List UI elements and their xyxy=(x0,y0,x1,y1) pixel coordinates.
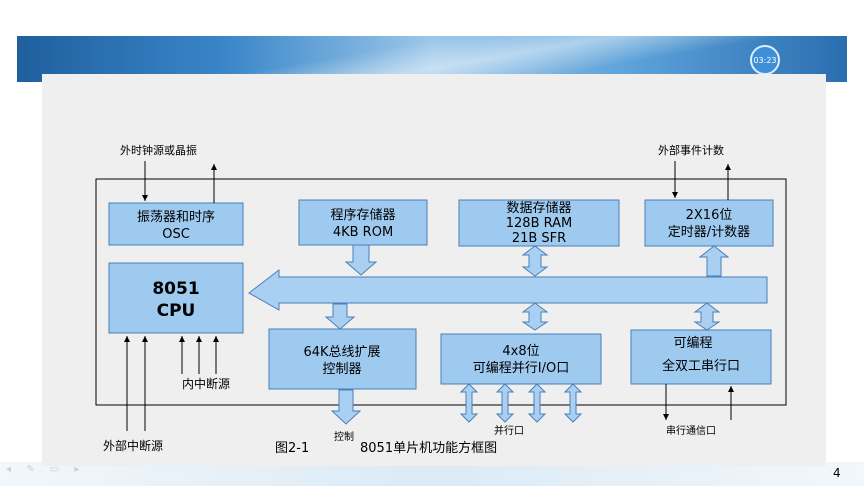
signal-lines xyxy=(124,161,734,431)
timer-bus-arrow xyxy=(698,245,730,277)
bus-controller-label-line1: 64K总线扩展 xyxy=(303,345,380,360)
timer-label-line1: 2X16位 xyxy=(686,208,733,223)
ram-bus-arrow xyxy=(521,245,549,277)
external-interrupt-label: 外部中断源 xyxy=(103,438,163,453)
rom-label-line1: 程序存储器 xyxy=(330,208,395,223)
internal-bus xyxy=(248,268,768,311)
serial-bus-arrow xyxy=(693,302,721,331)
program-memory-block xyxy=(298,199,428,246)
bus-controller-block xyxy=(268,328,417,390)
bus-controller-label-line2: 控制器 xyxy=(322,362,361,377)
data-memory-block xyxy=(458,199,620,247)
bus-to-controller-arrow xyxy=(324,303,356,330)
control-output-arrow xyxy=(330,389,362,425)
cpu-block xyxy=(108,262,244,334)
serial-label-line2: 全双工串行口 xyxy=(662,358,740,374)
rom-to-bus-arrow xyxy=(344,244,378,276)
event-input-label: 外部事件计数 xyxy=(658,143,724,157)
block-diagram: 振荡器和时序 OSC 程序存储器 4KB ROM 数据存储器 128B RAM … xyxy=(95,143,787,456)
figure-caption: 8051单片机功能方框图 xyxy=(360,440,497,456)
timer-block xyxy=(644,199,774,247)
parallel-io-block xyxy=(440,333,602,385)
ram-label-line3: 21B SFR xyxy=(512,231,566,246)
rom-label-line2: 4KB ROM xyxy=(333,225,393,240)
serial-block xyxy=(630,329,772,385)
parallel-port-label: 并行口 xyxy=(494,424,524,437)
osc-block xyxy=(108,202,244,246)
timer-badge: 03:23 xyxy=(750,45,780,75)
slide-controls[interactable]: ◂ ✎ ▭ ▸ xyxy=(6,464,86,475)
control-output-label: 控制 xyxy=(334,430,354,443)
serial-label-line1: 可编程 xyxy=(673,336,712,351)
osc-label-line2: OSC xyxy=(162,227,190,242)
parallel-io-label-line1: 4x8位 xyxy=(502,344,539,359)
cpu-label-line1: 8051 xyxy=(152,279,199,299)
timer-label-line2: 定时器/计数器 xyxy=(668,225,750,240)
ram-label-line2: 128B RAM xyxy=(506,216,572,231)
figure-number: 图2-1 xyxy=(275,441,309,456)
cpu-label-line2: CPU xyxy=(157,301,196,321)
chip-boundary xyxy=(95,178,787,406)
ram-label-line1: 数据存储器 xyxy=(506,201,571,216)
io-bus-arrow xyxy=(521,302,549,331)
osc-label-line1: 振荡器和时序 xyxy=(137,210,215,225)
slide-area: 振荡器和时序 OSC 程序存储器 4KB ROM 数据存储器 128B RAM … xyxy=(42,74,826,466)
internal-interrupt-label: 内中断源 xyxy=(182,376,230,391)
parallel-port-arrows xyxy=(459,383,583,423)
osc-input-label: 外时钟源或晶振 xyxy=(120,143,197,157)
page-number: 4 xyxy=(833,466,841,480)
serial-port-label: 串行通信口 xyxy=(666,424,716,437)
parallel-io-label-line2: 可编程并行I/O口 xyxy=(473,361,569,376)
